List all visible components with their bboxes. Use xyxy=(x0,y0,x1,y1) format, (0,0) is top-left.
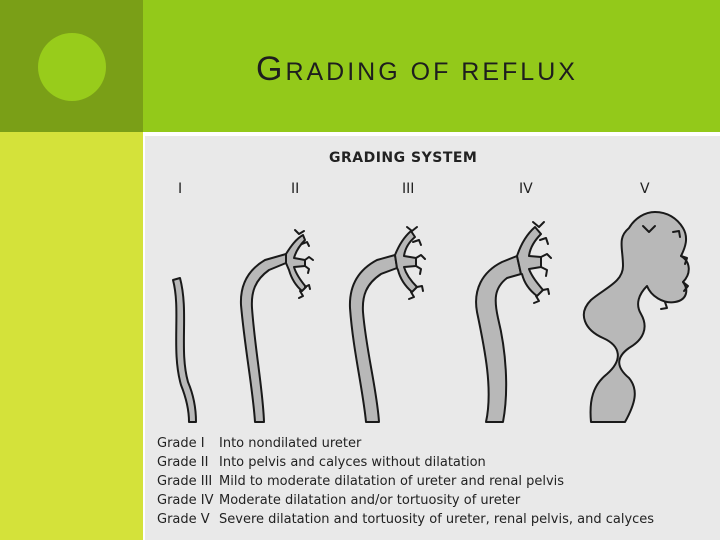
legend-grade-description: Moderate dilatation and/or tortuosity of… xyxy=(219,493,521,508)
legend-grade-label: Grade II xyxy=(157,455,209,470)
header-band xyxy=(143,0,720,132)
side-band xyxy=(0,132,143,540)
grade-numeral-4: IV xyxy=(519,181,533,197)
legend-grade-label: Grade IV xyxy=(157,493,214,508)
slide-title: GRADING OF REFLUX xyxy=(256,50,578,89)
legend-grade-label: Grade I xyxy=(157,436,205,451)
legend-grade-description: Mild to moderate dilatation of ureter an… xyxy=(219,474,565,489)
grade-legend: Grade I Into nondilated ureter Grade II In… xyxy=(157,434,654,529)
kidney-grade-4 xyxy=(475,221,552,423)
legend-row-grade-1: Grade I Into nondilated ureter xyxy=(157,434,654,453)
legend-grade-description: Into nondilated ureter xyxy=(219,436,362,451)
grade-numeral-3: III xyxy=(402,181,415,197)
legend-row-grade-3: Grade III Mild to moderate dilatation of … xyxy=(157,472,654,491)
decorative-circle xyxy=(38,33,106,101)
legend-grade-label: Grade V xyxy=(157,512,210,527)
grade-numeral-2: II xyxy=(291,181,300,197)
ureter-grade-1 xyxy=(172,277,197,423)
slide-title-rest: RADING OF REFLUX xyxy=(285,58,578,86)
slide-title-initial: G xyxy=(256,50,286,88)
kidney-grade-2 xyxy=(239,229,314,423)
legend-grade-description: Severe dilatation and tortuosity of uret… xyxy=(219,512,655,527)
legend-row-grade-2: Grade II Into pelvis and calyces without … xyxy=(157,453,654,472)
legend-row-grade-4: Grade IV Moderate dilatation and/or tortu… xyxy=(157,491,654,510)
legend-row-grade-5: Grade V Severe dilatation and tortuosity … xyxy=(157,510,654,529)
grade-numeral-1: I xyxy=(178,181,183,197)
reflux-grades-drawing xyxy=(172,211,690,423)
grade-numeral-5: V xyxy=(640,181,650,197)
kidney-grade-5 xyxy=(582,211,690,423)
kidney-grade-3 xyxy=(348,226,426,423)
legend-grade-description: Into pelvis and calyces without dilatati… xyxy=(219,455,486,470)
legend-grade-label: Grade III xyxy=(157,474,213,489)
figure-title: GRADING SYSTEM xyxy=(329,150,478,166)
